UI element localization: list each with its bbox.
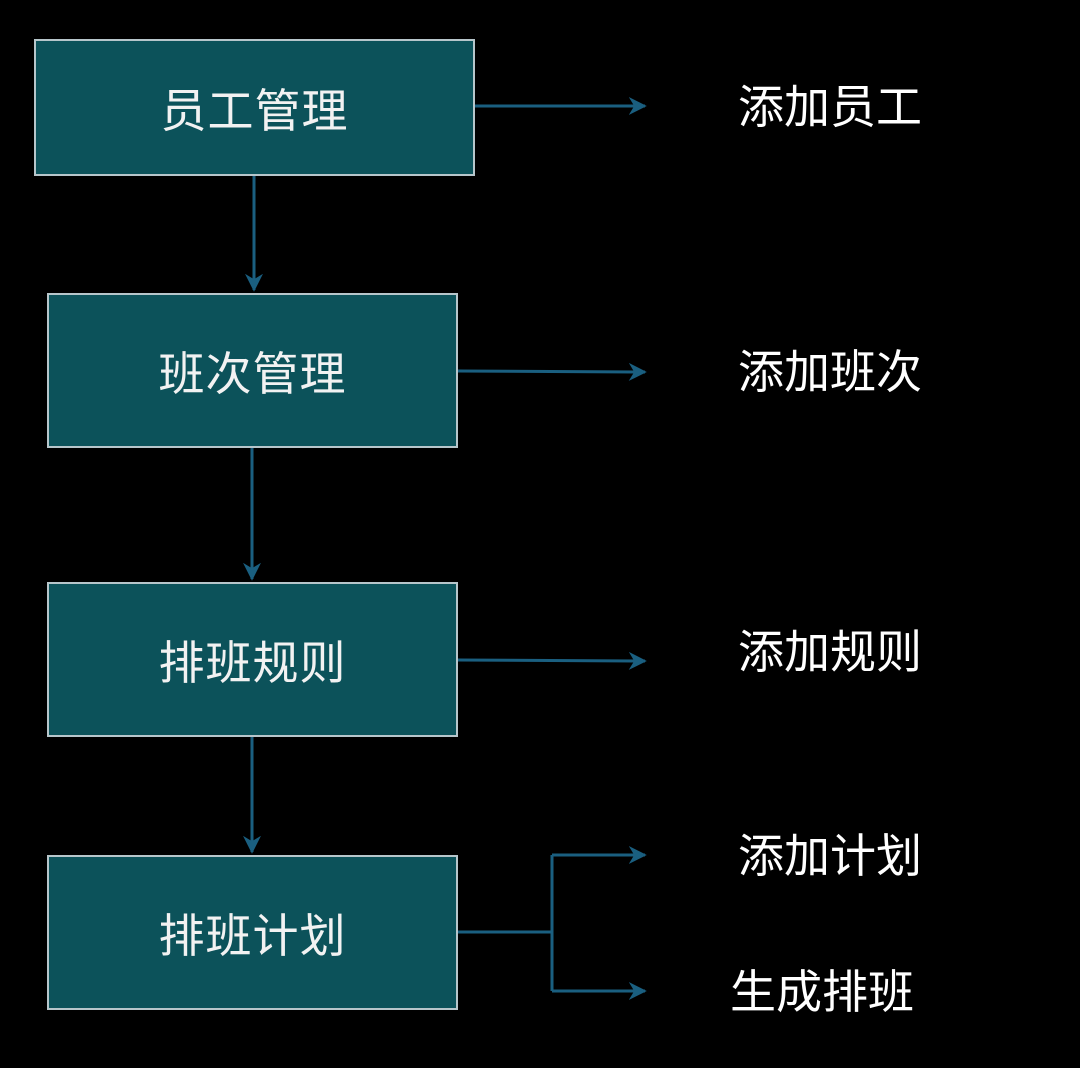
arrow-module-3-to-action-3	[457, 651, 647, 670]
module-shift-management: 班次管理	[47, 293, 458, 448]
module-label: 员工管理	[160, 83, 349, 138]
arrow-module-2-to-action-2	[457, 362, 647, 381]
action-add-employee: 添加员工	[738, 80, 922, 134]
action-generate-schedule: 生成排班	[730, 965, 914, 1019]
module-label: 班次管理	[158, 346, 347, 401]
module-scheduling-plan: 排班计划	[47, 855, 458, 1010]
module-employee-management: 员工管理	[34, 39, 475, 176]
action-add-plan: 添加计划	[738, 829, 922, 883]
connector-module-4-trunk	[458, 855, 554, 991]
action-add-rule: 添加规则	[738, 625, 922, 679]
module-label: 排班计划	[158, 908, 347, 963]
action-add-shift: 添加班次	[738, 345, 922, 399]
module-label: 排班规则	[158, 635, 347, 690]
module-scheduling-rules: 排班规则	[47, 582, 458, 737]
